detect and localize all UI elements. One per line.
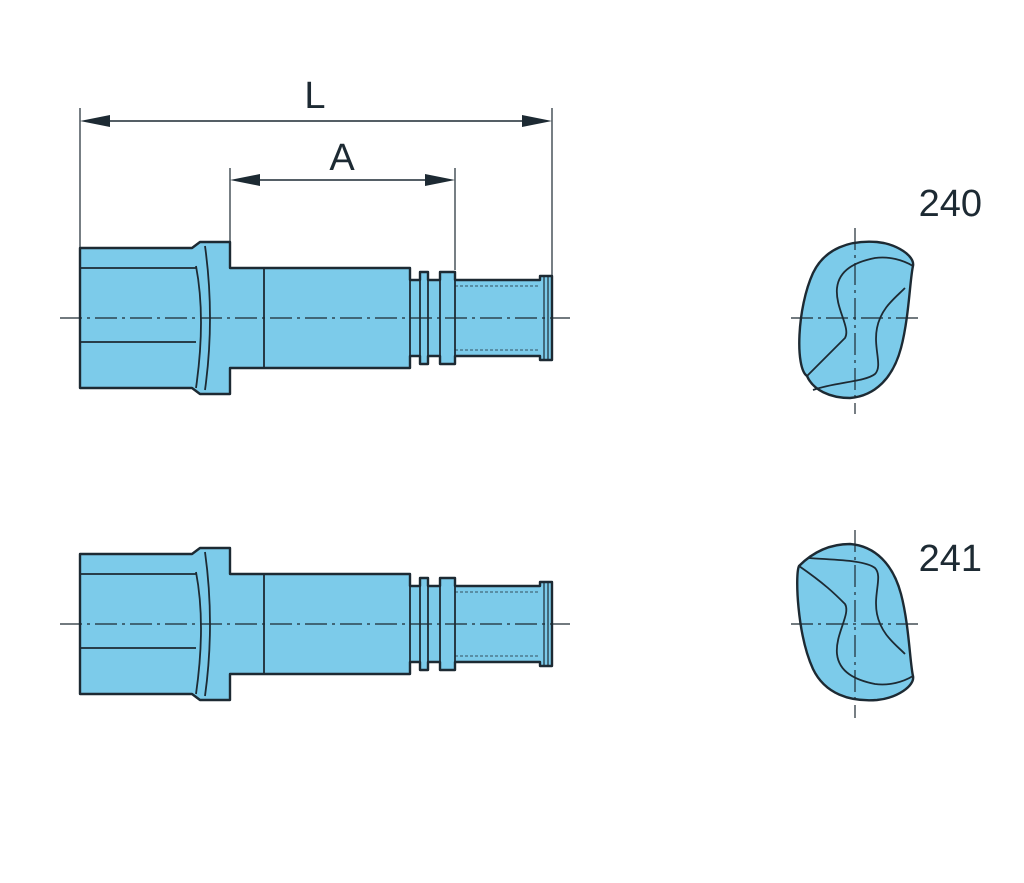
dimension-A-label: A	[329, 137, 355, 179]
cam-end-view-241	[791, 530, 919, 718]
variant-code-240: 240	[919, 183, 982, 225]
dimension-L	[79, 108, 553, 276]
variant-code-241: 241	[919, 538, 982, 580]
dimension-A	[229, 168, 456, 270]
cam-end-view-240	[791, 228, 919, 414]
dimension-L-label: L	[304, 75, 325, 117]
